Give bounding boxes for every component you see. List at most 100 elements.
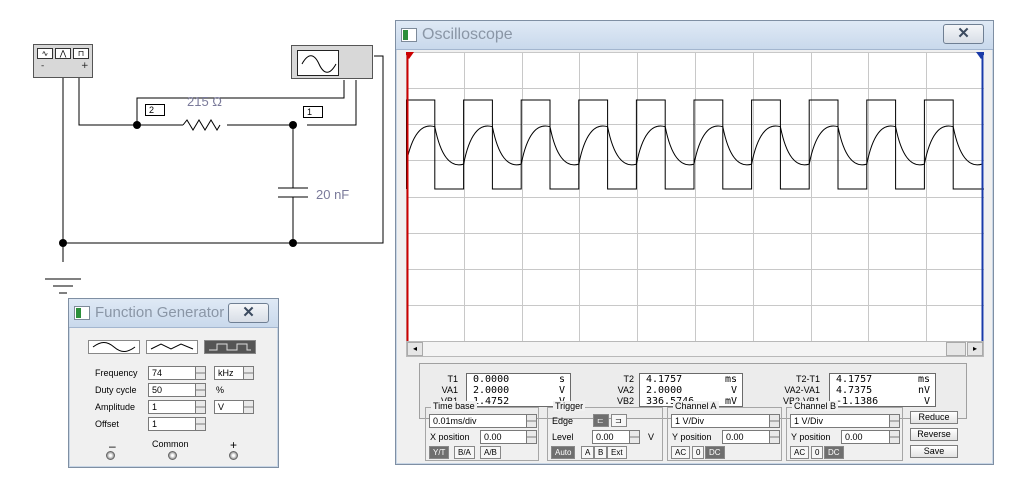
channel-a-charging-trace (406, 125, 983, 166)
trigger-a-button[interactable]: A (581, 446, 595, 459)
common-terminal-label: Common (152, 439, 189, 449)
sine-wave-button[interactable] (88, 340, 140, 354)
channel-b-square-trace (406, 99, 984, 190)
scroll-thumb[interactable] (946, 342, 966, 356)
oscilloscope-display[interactable] (406, 52, 984, 341)
wire-probe-b (136, 80, 345, 125)
oscilloscope-titlebar[interactable]: Oscilloscope ✕ (396, 21, 993, 50)
ground-symbol (45, 278, 81, 294)
timebase-title: Time base (431, 401, 477, 411)
frequency-unit-select[interactable]: kHz (214, 366, 254, 380)
junction-node2 (133, 121, 141, 129)
square-wave-button[interactable] (204, 340, 256, 354)
x-position-label: X position (430, 432, 470, 442)
channel-a-ypos-label: Y position (672, 432, 712, 442)
function-generator-window: Function Generator ✕ Frequency 74 kHz Du… (68, 298, 279, 468)
wire-fg-plus (78, 75, 137, 126)
yt-mode-button[interactable]: Y/T (429, 446, 450, 459)
minus-sign: - (41, 61, 45, 71)
trigger-level-unit: V (648, 432, 655, 442)
junction-ground-right (289, 239, 297, 247)
duty-cycle-unit: % (216, 385, 225, 395)
node-2-tag: 2 (145, 104, 165, 116)
channel-b-dc-button[interactable]: DC (824, 446, 844, 459)
amplitude-unit-select[interactable]: V (214, 400, 254, 414)
node-1-tag: 1 (303, 106, 323, 118)
square-wave-icon: ⊓ (73, 48, 89, 59)
close-button[interactable]: ✕ (228, 303, 269, 323)
trigger-title: Trigger (553, 401, 586, 411)
falling-edge-icon[interactable]: ⊐ (611, 414, 627, 427)
channel-b-ypos-label: Y position (791, 432, 831, 442)
minus-terminal[interactable] (106, 451, 115, 460)
amplitude-label: Amplitude (95, 402, 136, 412)
oscilloscope-title: Oscilloscope (422, 26, 513, 43)
plus-sign: + (81, 61, 89, 71)
channel-a-ypos-input[interactable]: 0.00 (722, 430, 780, 444)
minus-terminal-label: – (109, 439, 116, 453)
save-button[interactable]: Save (910, 445, 958, 458)
channel-a-dc-button[interactable]: DC (705, 446, 725, 459)
trigger-b-button[interactable]: B (594, 446, 608, 459)
horizontal-scrollbar[interactable]: ◂ ▸ (406, 341, 984, 357)
rising-edge-icon[interactable]: ⊏ (593, 414, 609, 427)
wire-probe-a (307, 80, 357, 126)
function-generator-title: Function Generator (95, 304, 225, 321)
wire-ground (62, 242, 293, 262)
triangle-wave-button[interactable] (146, 340, 198, 354)
timebase-scale-input[interactable]: 0.01ms/div (429, 414, 537, 428)
square-wave-icon (209, 343, 251, 351)
offset-input[interactable]: 1 (148, 417, 206, 431)
circuit-schematic (45, 55, 384, 294)
auto-trigger-button[interactable]: Auto (551, 446, 576, 459)
channel-a-group: Channel A 1 V/Div Y position 0.00 AC 0 D… (667, 401, 782, 461)
channel-a-title: Channel A (673, 401, 719, 411)
sine-icon: ∿ (37, 48, 53, 59)
channel-b-ac-button[interactable]: AC (790, 446, 810, 459)
scroll-right-arrow[interactable]: ▸ (967, 342, 983, 356)
scroll-left-arrow[interactable]: ◂ (407, 342, 423, 356)
triangle-icon: ⋀ (55, 48, 71, 59)
reverse-button[interactable]: Reverse (910, 428, 958, 441)
trigger-level-input[interactable]: 0.00 (592, 430, 640, 444)
resistor-symbol (182, 119, 221, 131)
edge-label: Edge (552, 416, 574, 426)
frequency-input[interactable]: 74 (148, 366, 206, 380)
common-terminal[interactable] (168, 451, 177, 460)
amplitude-input[interactable]: 1 (148, 400, 206, 414)
resistor-label: 215 Ω (187, 94, 223, 109)
reduce-button[interactable]: Reduce (910, 411, 958, 424)
function-generator-instrument[interactable]: ∿ ⋀ ⊓ - + (33, 44, 93, 78)
function-generator-titlebar[interactable]: Function Generator ✕ (69, 299, 278, 328)
channel-a-scale-input[interactable]: 1 V/Div (671, 414, 780, 428)
plus-terminal[interactable] (229, 451, 238, 460)
channel-b-group: Channel B 1 V/Div Y position 0.00 AC 0 D… (786, 401, 903, 461)
window-icon (74, 306, 90, 320)
channel-a-ac-button[interactable]: AC (671, 446, 691, 459)
close-button[interactable]: ✕ (943, 24, 984, 44)
junction-node1 (289, 121, 297, 129)
plus-terminal-label: + (230, 438, 238, 452)
x-position-input[interactable]: 0.00 (480, 430, 537, 444)
trigger-group: Trigger Edge ⊏ ⊐ Level 0.00 V Auto A B E… (547, 401, 663, 461)
frequency-label: Frequency (95, 368, 138, 378)
ab-mode-button[interactable]: A/B (480, 446, 501, 459)
ba-mode-button[interactable]: B/A (454, 446, 475, 459)
trigger-ext-button[interactable]: Ext (607, 446, 627, 459)
channel-b-title: Channel B (792, 401, 839, 411)
triangle-icon (150, 343, 194, 350)
channel-b-ypos-input[interactable]: 0.00 (841, 430, 900, 444)
duty-cycle-input[interactable]: 50 (148, 383, 206, 397)
wire-scope-gnd (374, 55, 384, 79)
level-label: Level (552, 432, 574, 442)
channel-b-scale-input[interactable]: 1 V/Div (790, 414, 900, 428)
junction-ground-left (59, 239, 67, 247)
cursor-2-marker-icon (976, 52, 984, 59)
oscilloscope-instrument[interactable] (291, 45, 373, 79)
cursor-1-marker-icon (406, 52, 414, 59)
channel-a-zero-button[interactable]: 0 (692, 446, 705, 459)
channel-b-zero-button[interactable]: 0 (811, 446, 824, 459)
